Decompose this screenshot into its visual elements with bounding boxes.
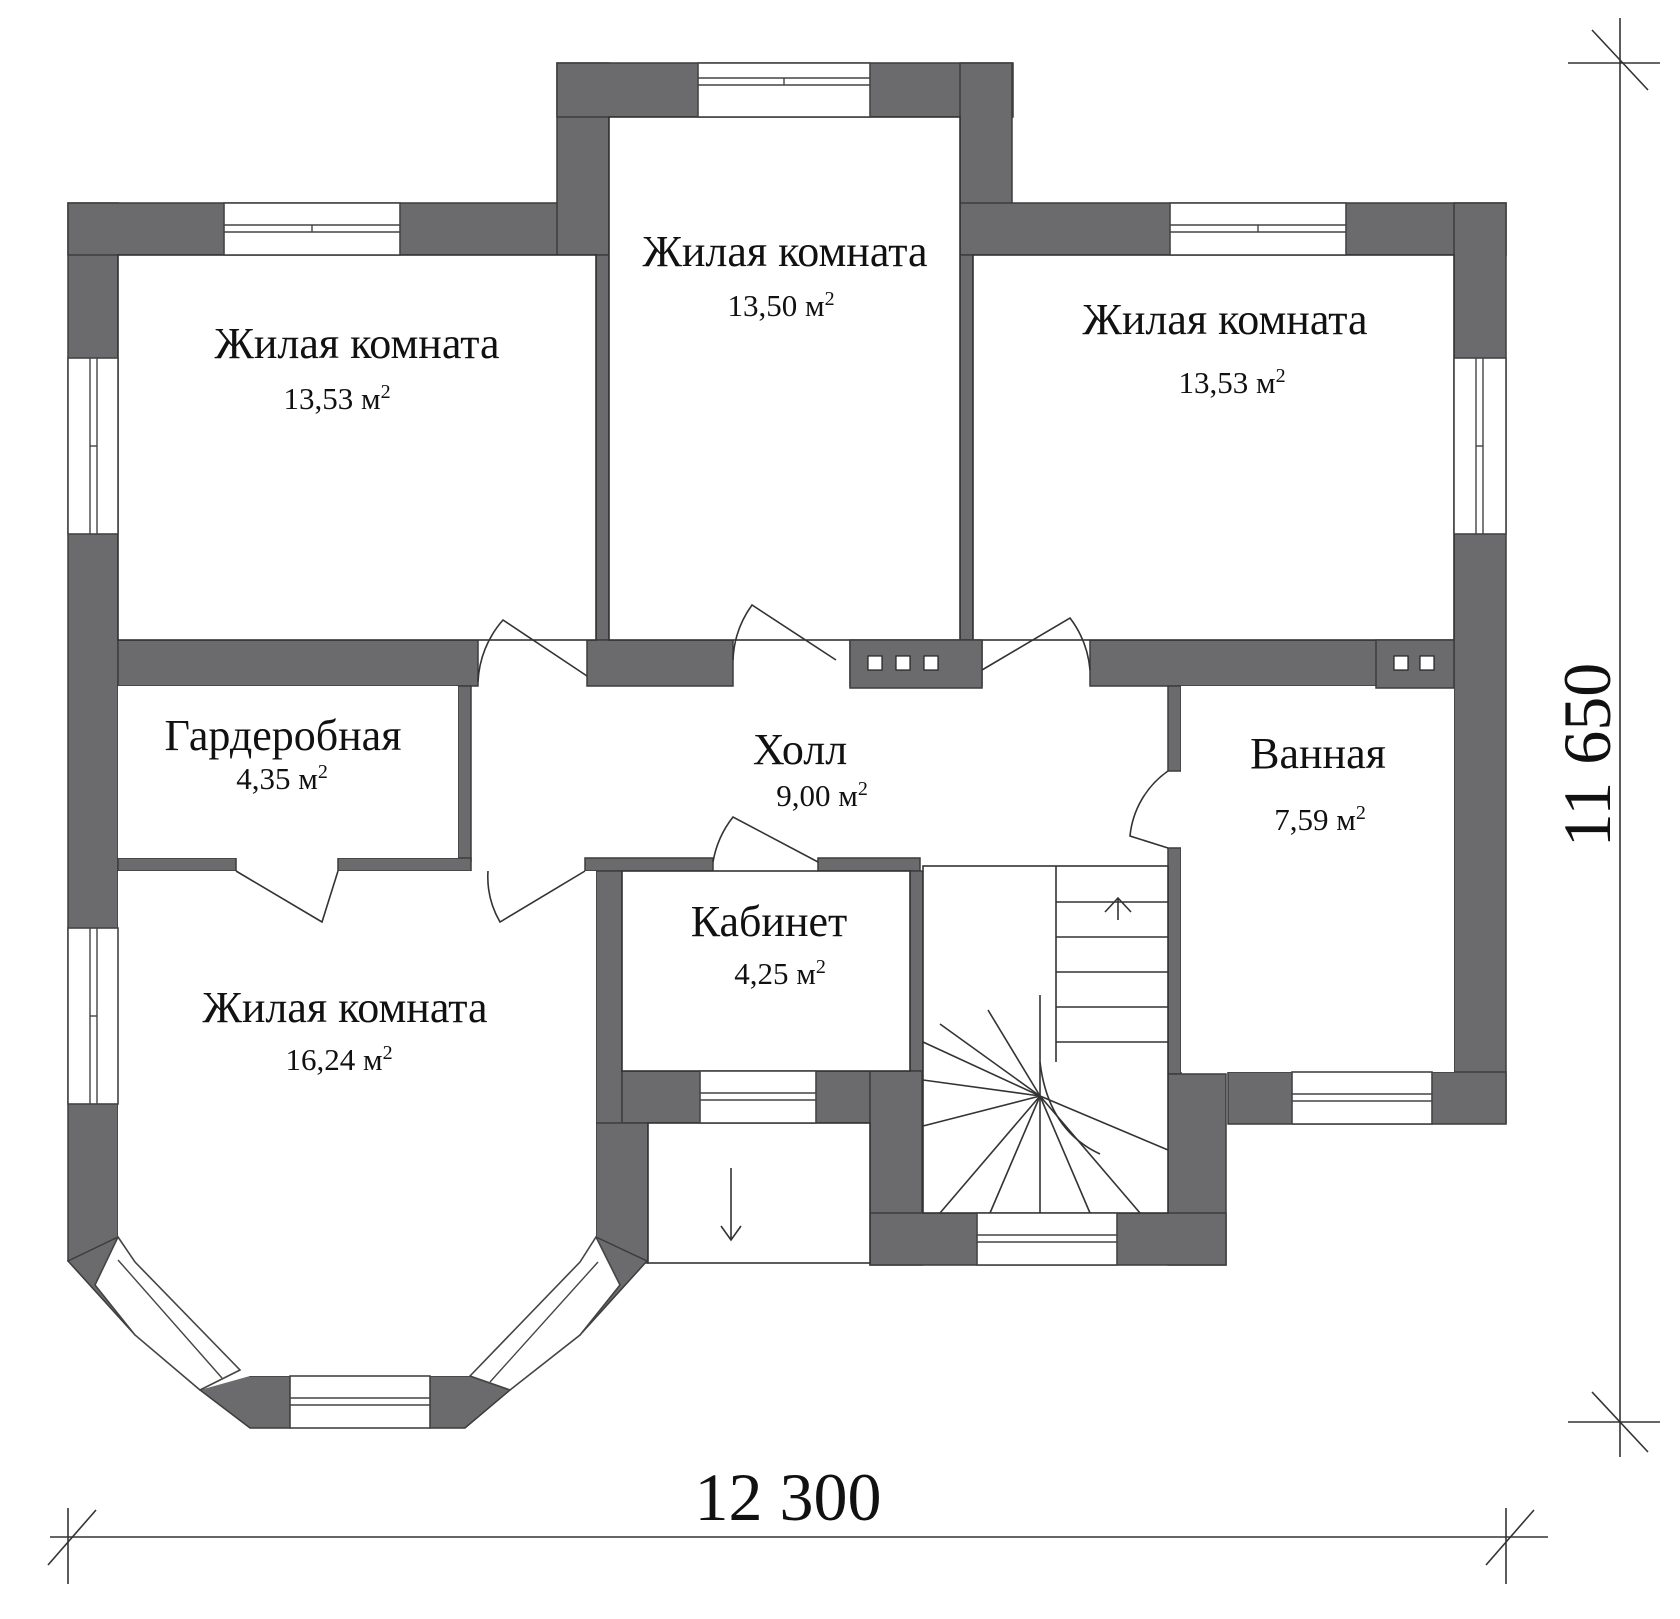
- staircase: [922, 866, 1169, 1214]
- floor-living-ne: [973, 255, 1454, 640]
- wall-hall-north-4: [1089, 639, 1385, 687]
- window-north-right: [1169, 202, 1347, 256]
- window-bay-se: [468, 1235, 621, 1391]
- window-bay-sw: [94, 1235, 242, 1391]
- window-west-upper: [67, 357, 119, 535]
- wall-east: [1453, 202, 1507, 1124]
- room-area-hall: 9,00 м2: [776, 778, 868, 813]
- window-north-center: [697, 62, 871, 118]
- window-stair-south: [976, 1212, 1118, 1266]
- wall-study-east: [909, 870, 924, 1072]
- floor-stairs: [923, 866, 1168, 1213]
- door-study: [712, 815, 819, 863]
- window-east: [1453, 357, 1507, 535]
- room-labels: Жилая комната 13,53 м2 Жилая комната 13,…: [165, 227, 1386, 1077]
- room-name-living-ne: Жилая комната: [1082, 295, 1367, 344]
- room-area-living-n: 13,50 м2: [727, 288, 834, 323]
- wall-wardrobe-south-1: [117, 857, 237, 872]
- stair-up-arrow-icon: [1104, 896, 1132, 920]
- room-area-living-ne: 13,53 м2: [1178, 365, 1285, 400]
- room-area-wardrobe: 4,35 м2: [236, 761, 328, 796]
- window-bath-south: [1291, 1071, 1433, 1125]
- door-living-n: [732, 603, 837, 661]
- room-name-living-nw: Жилая комната: [214, 319, 499, 368]
- wall-wardrobe-east: [457, 685, 472, 862]
- room-name-study: Кабинет: [691, 897, 848, 946]
- vent-duct: [923, 655, 939, 671]
- dimension-width: 12 300: [47, 1459, 1548, 1584]
- wall-balcony-west: [595, 1122, 649, 1264]
- floor-living-n: [609, 117, 960, 640]
- door-bathroom: [1129, 770, 1169, 849]
- wall-hall-north-1: [117, 639, 479, 687]
- room-area-bathroom: 7,59 м2: [1274, 802, 1366, 837]
- window-study-south: [699, 1070, 817, 1124]
- floor-living-nw: [118, 255, 596, 640]
- wall-hall-north-2: [586, 639, 734, 687]
- vent-duct: [867, 655, 883, 671]
- room-name-living-sw: Жилая комната: [202, 983, 487, 1032]
- vent-duct: [895, 655, 911, 671]
- wall-bath-west-1: [1167, 685, 1182, 772]
- wall-int-1: [595, 254, 610, 641]
- vent-block-east: [1375, 639, 1455, 689]
- door-wardrobe: [235, 870, 339, 924]
- door-living-sw: [487, 870, 586, 924]
- room-name-wardrobe: Гардеробная: [165, 711, 402, 760]
- window-bay-south: [289, 1375, 431, 1429]
- dimension-height: 11 650: [1549, 18, 1660, 1457]
- floor-study: [622, 871, 910, 1071]
- room-area-study: 4,25 м2: [734, 956, 826, 991]
- room-name-bathroom: Ванная: [1250, 729, 1386, 778]
- floor-wardrobe: [118, 686, 458, 858]
- vent-duct: [1419, 655, 1435, 671]
- windows: [67, 62, 1507, 1429]
- floor-bathroom: [1181, 686, 1454, 1072]
- room-interiors: [118, 117, 1454, 1390]
- wall-hall-south-2: [817, 857, 921, 872]
- doors: [235, 603, 1169, 924]
- vent-duct: [1393, 655, 1409, 671]
- wall-hall-south-1: [584, 857, 714, 872]
- floor-balcony: [648, 1123, 870, 1263]
- room-area-living-sw: 16,24 м2: [285, 1042, 392, 1077]
- vent-blocks: [849, 639, 1455, 689]
- dimension-width-label: 12 300: [695, 1459, 882, 1535]
- window-north-left: [223, 202, 401, 256]
- door-living-nw: [477, 618, 588, 683]
- wall-wardrobe-south-2: [337, 857, 472, 872]
- door-living-ne: [981, 616, 1091, 671]
- floor-living-sw: [118, 871, 596, 1390]
- wall-bath-west-2: [1167, 847, 1182, 1075]
- room-area-living-nw: 13,53 м2: [283, 381, 390, 416]
- wall-int-2: [959, 254, 974, 641]
- room-name-hall: Холл: [753, 725, 847, 774]
- window-west-lower: [67, 927, 119, 1105]
- room-name-living-n: Жилая комната: [642, 227, 927, 276]
- down-arrow-icon: [720, 1168, 742, 1242]
- dimension-height-label: 11 650: [1549, 663, 1625, 847]
